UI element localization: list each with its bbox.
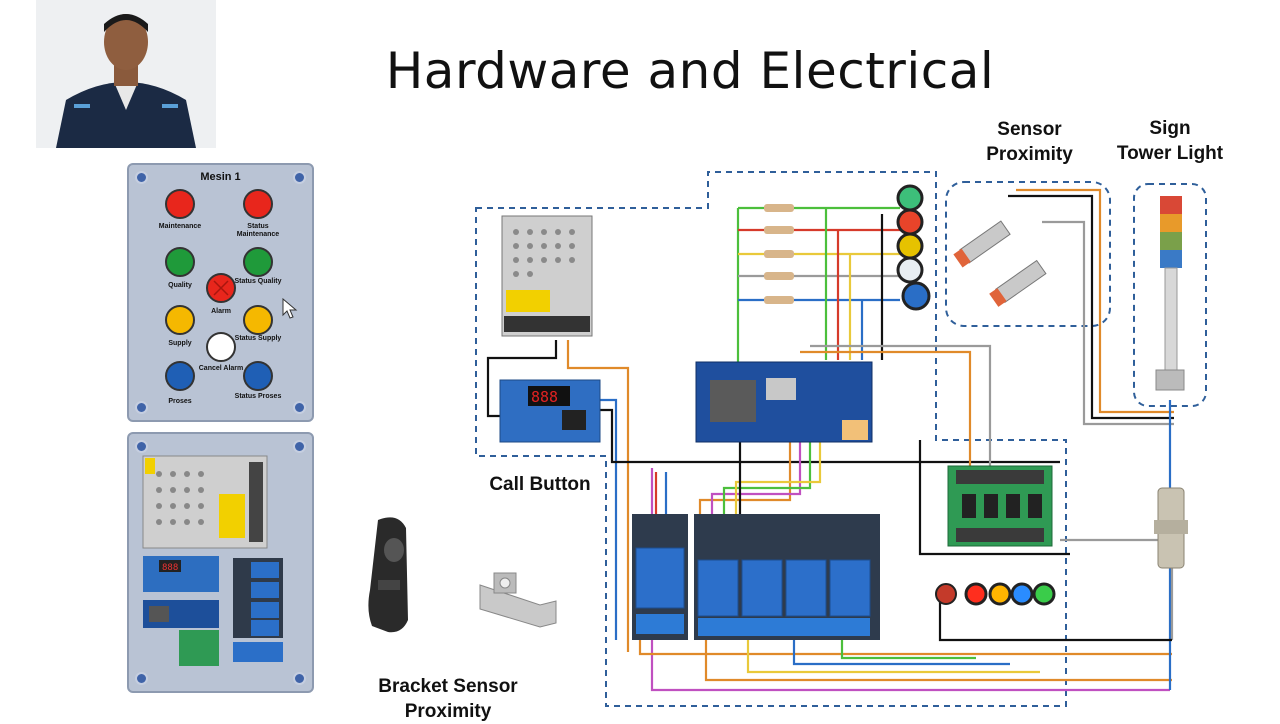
tower-light <box>1155 196 1185 391</box>
enclosure-panel: 888 <box>127 432 314 693</box>
alarm-cross-icon <box>213 280 229 296</box>
sign-tower-light-label: Sign Tower Light <box>1105 116 1235 166</box>
button-label: Status Proses <box>234 393 282 400</box>
status-quality-lamp <box>243 247 273 277</box>
call-button-label: Call Button <box>489 474 591 495</box>
status-maintenance-lamp <box>243 189 273 219</box>
sensor-proximity-label: Sensor Proximity <box>962 117 1097 167</box>
optocoupler-module <box>947 465 1053 547</box>
bracket-sensor-image <box>368 517 408 633</box>
bracket-metal-image <box>479 572 557 628</box>
dashed-outlines <box>475 171 1207 707</box>
button-label: Status Maintenance <box>236 223 280 238</box>
cancel-alarm-button[interactable] <box>206 332 236 362</box>
relay-4ch-module <box>694 514 880 640</box>
button-label: Status Supply <box>234 335 282 342</box>
button-label: Supply <box>168 340 192 347</box>
presenter-figure <box>36 0 216 148</box>
aviation-connector <box>1154 487 1188 569</box>
power-supply-module <box>501 215 593 337</box>
resistor-array <box>764 204 794 304</box>
status-proses-lamp <box>243 361 273 391</box>
supply-button[interactable] <box>165 305 195 335</box>
screw-icon <box>293 672 306 685</box>
control-panel-mesin-1: Mesin 1 Maintenance Status Maintenance Q… <box>127 163 314 422</box>
wiring-diagram: 888 <box>475 171 1207 707</box>
button-label: Alarm <box>211 308 231 315</box>
slide-title: Hardware and Electrical <box>385 42 995 100</box>
esp32-board <box>695 361 873 443</box>
screw-icon <box>293 401 306 414</box>
relay-1ch-module <box>632 514 688 640</box>
indicator-lamps <box>935 582 1056 606</box>
button-label: Maintenance <box>158 223 202 230</box>
alarm-lamp <box>206 273 236 303</box>
enclosure-components: 888 <box>142 455 283 666</box>
quality-button[interactable] <box>165 247 195 277</box>
label-line: Sign <box>1149 118 1191 139</box>
buck-converter-module: 888 <box>499 379 601 443</box>
button-label: Proses <box>168 398 192 405</box>
screw-icon <box>293 171 306 184</box>
label-line: Bracket Sensor <box>378 676 518 697</box>
screw-icon <box>135 672 148 685</box>
screw-icon <box>293 440 306 453</box>
svg-text:888: 888 <box>162 563 178 573</box>
bracket-sensor-proximity-label: Bracket Sensor Proximity <box>368 674 528 724</box>
button-label: Cancel Alarm <box>198 365 244 372</box>
maintenance-button[interactable] <box>165 189 195 219</box>
button-label: Status Quality <box>234 278 282 285</box>
presenter-video <box>36 0 216 148</box>
panel-title: Mesin 1 <box>200 171 241 183</box>
proximity-sensors <box>953 220 1047 307</box>
push-button-lamps <box>896 184 931 311</box>
proses-button[interactable] <box>165 361 195 391</box>
label-line: Proximity <box>404 701 492 722</box>
button-label: Quality <box>168 282 192 289</box>
label-line: Sensor <box>997 119 1062 140</box>
screw-icon <box>135 401 148 414</box>
label-line: Proximity <box>986 144 1073 165</box>
label-line: Tower Light <box>1116 143 1224 164</box>
status-supply-lamp <box>243 305 273 335</box>
svg-text:888: 888 <box>531 388 558 406</box>
screw-icon <box>135 171 148 184</box>
mouse-cursor-icon <box>282 298 298 319</box>
screw-icon <box>135 440 148 453</box>
